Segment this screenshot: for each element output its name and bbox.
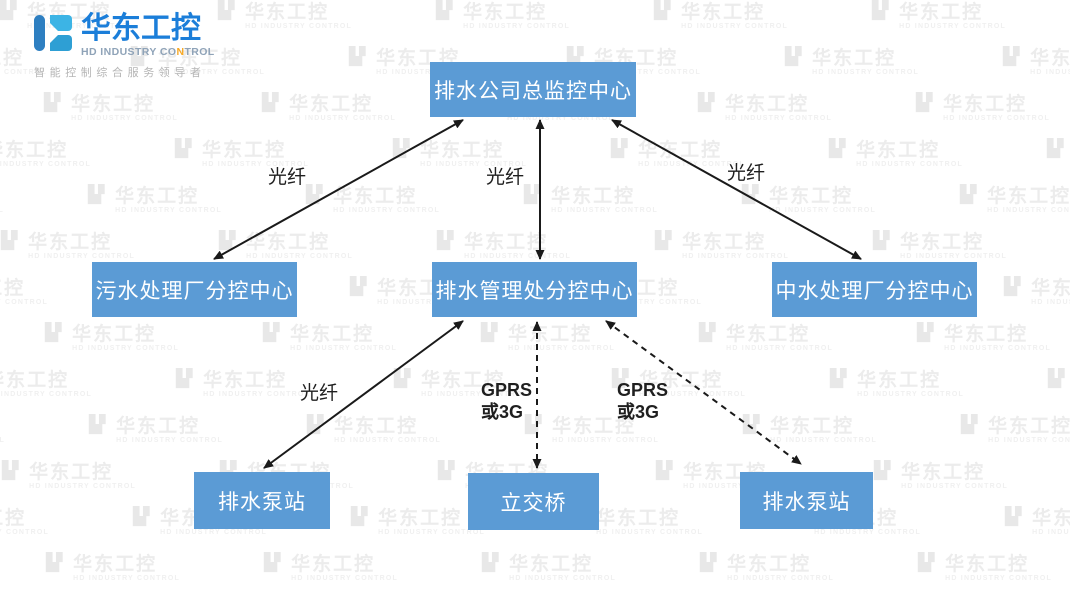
company-logo: 华东工控 HD INDUSTRY CONTROL 智能控制综合服务领导者 (34, 14, 215, 80)
hd-logo-icon (34, 14, 76, 57)
edge-label-fiber-pump: 光纤 (300, 383, 339, 404)
edge-label-fiber-left: 光纤 (268, 167, 307, 188)
edge-label-fiber-right: 光纤 (727, 163, 766, 184)
node-reclaimed-water-plant-subcontrol: 中水处理厂分控中心 (772, 262, 977, 317)
link-hq-reclaimed (611, 119, 862, 260)
logo-subtitle: HD INDUSTRY CONTROL (81, 46, 215, 58)
node-hq-monitoring-center: 排水公司总监控中心 (430, 62, 636, 117)
node-sewage-plant-subcontrol: 污水处理厂分控中心 (92, 262, 297, 317)
edge-label-gprs-pump: GPRS 或3G (617, 380, 669, 422)
logo-title: 华东工控 (81, 12, 201, 45)
node-drainage-mgmt-subcontrol: 排水管理处分控中心 (432, 262, 637, 317)
link-mgmt-pump-left (263, 320, 464, 469)
link-hq-sewage (213, 119, 464, 260)
logo-tagline: 智能控制综合服务领导者 (34, 67, 206, 79)
node-pump-station-left: 排水泵站 (194, 472, 330, 529)
link-mgmt-pump-right (605, 320, 802, 465)
node-pump-station-right: 排水泵站 (740, 472, 873, 529)
node-overpass: 立交桥 (468, 473, 599, 530)
edge-label-fiber-center: 光纤 (486, 167, 525, 188)
logo-subtitle-accent-letter: N (176, 46, 185, 58)
edge-label-gprs-bridge: GPRS 或3G (481, 380, 533, 422)
